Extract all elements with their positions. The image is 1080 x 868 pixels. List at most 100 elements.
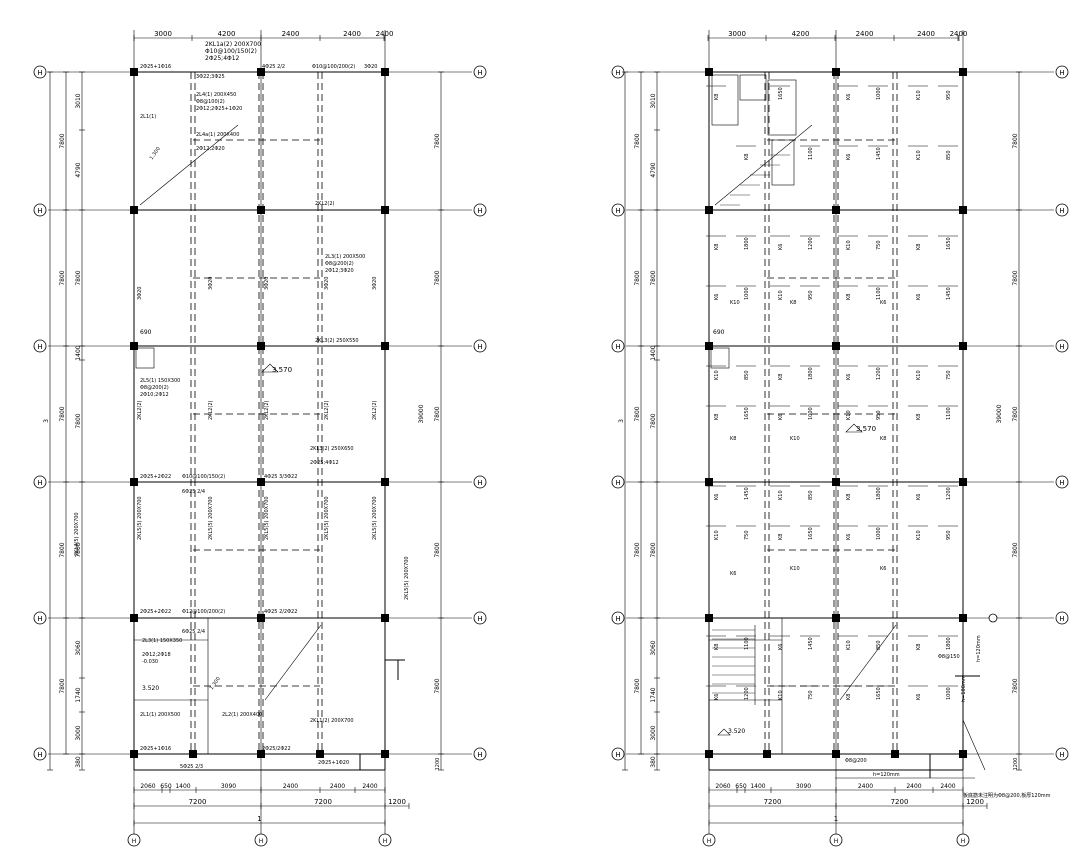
axis-label-bottom: H bbox=[259, 838, 264, 845]
slab-label: K6 bbox=[846, 154, 852, 160]
slab-label: K8 bbox=[846, 294, 852, 300]
elevation-value: 3.570 bbox=[856, 425, 876, 433]
opening-label: 690 bbox=[140, 329, 152, 336]
dim-text: 7800 bbox=[75, 413, 82, 428]
dim-text: 7200 bbox=[189, 798, 207, 806]
beam-label-v: 2KL2(2) bbox=[372, 400, 378, 420]
dim-text: 7800 bbox=[634, 133, 641, 148]
dim-text: 1400 bbox=[175, 783, 190, 790]
axis-label-bottom: H bbox=[383, 838, 388, 845]
dim-text: 1200 bbox=[966, 798, 984, 806]
dim-text: 3060 bbox=[650, 640, 657, 655]
slab-label: 850 bbox=[876, 640, 882, 650]
slab-label: 1200 bbox=[744, 687, 750, 700]
opening bbox=[135, 347, 155, 369]
slab-label: K10 bbox=[846, 240, 852, 250]
column bbox=[959, 614, 967, 622]
beam-label: 2L4a(1) 200X400 bbox=[196, 132, 239, 138]
axis-label-left: H bbox=[37, 479, 42, 487]
beam-label-v: 2KL5(5) 200X700 bbox=[264, 496, 270, 540]
beam-label: 2L2(1) 200X400 bbox=[222, 712, 262, 718]
dim-text: 4200 bbox=[218, 30, 236, 38]
beam-label: Φ10@100/200(2) bbox=[312, 64, 355, 70]
dim-text: 3090 bbox=[796, 783, 811, 790]
column bbox=[381, 614, 389, 622]
axis-label-bottom: H bbox=[132, 838, 137, 845]
dim-text: 7800 bbox=[1012, 678, 1019, 693]
axis-label-left: H bbox=[615, 343, 620, 351]
beam-label-v: 3Φ20 bbox=[137, 287, 143, 300]
axis-label-right: H bbox=[477, 207, 482, 215]
axis-label-right: H bbox=[1059, 479, 1064, 487]
beam-label: 2KL3(2) 250X650 bbox=[310, 446, 354, 452]
dim-text: 39000 bbox=[996, 404, 1003, 423]
slab-label: K10 bbox=[778, 490, 784, 500]
slab-label: K8 bbox=[744, 154, 750, 160]
slab-tag: K8 bbox=[730, 436, 736, 442]
beam-label: 2Φ10;2Φ12 bbox=[140, 392, 169, 398]
beam-label-v: 2KL2(2) bbox=[137, 400, 143, 420]
dim-text: 7200 bbox=[891, 798, 909, 806]
leader bbox=[962, 719, 986, 771]
column bbox=[130, 206, 138, 214]
beam-label: 2KL5(5) 200X700 bbox=[404, 556, 410, 600]
dim-text: 1200 bbox=[1013, 758, 1019, 771]
column bbox=[381, 478, 389, 486]
column bbox=[257, 478, 265, 486]
axis-label-left: H bbox=[615, 751, 620, 759]
slab-label: K10 bbox=[714, 530, 720, 540]
dim-text: 3000 bbox=[728, 30, 746, 38]
dim-text: 380 bbox=[75, 756, 82, 768]
slab-label: 1650 bbox=[778, 87, 784, 100]
slab-label: 1100 bbox=[744, 637, 750, 650]
slab-label: 1100 bbox=[946, 407, 952, 420]
slab-label: 750 bbox=[808, 690, 814, 700]
axis-label-left: H bbox=[37, 69, 42, 77]
beam-label: 2L5(1) 150X300 bbox=[140, 378, 180, 384]
beam-label-v: 2KL2(2) bbox=[264, 400, 270, 420]
axis-bubble-left bbox=[33, 203, 47, 217]
beam-label: 2KL4(5) 200X700 bbox=[74, 512, 80, 556]
small-bubble bbox=[988, 613, 998, 623]
column bbox=[959, 478, 967, 486]
axis-bubble-bottom bbox=[127, 833, 141, 847]
slab-label: K8 bbox=[714, 244, 720, 250]
dim-text: 7800 bbox=[650, 542, 657, 557]
beam-label: -0.030 bbox=[142, 659, 158, 665]
beam-label: 2Φ25+2Φ22 bbox=[140, 609, 171, 615]
beam-label: Φ10@100/150(2) bbox=[182, 474, 225, 480]
beam-label-v: 3Φ20 bbox=[208, 277, 214, 290]
slab-label: 950 bbox=[946, 90, 952, 100]
axis-bubble-bottom bbox=[829, 833, 843, 847]
beam-label: 2Φ25;4Φ12 bbox=[310, 460, 339, 466]
axis-label-right: H bbox=[1059, 751, 1064, 759]
dim-text: 7800 bbox=[634, 542, 641, 557]
beam-label-v: 3Φ20 bbox=[372, 277, 378, 290]
beam-label: 2KL2(2) bbox=[315, 201, 335, 207]
axis-label-left: H bbox=[37, 751, 42, 759]
slab-label: K6 bbox=[714, 694, 720, 700]
dim-text: 3090 bbox=[221, 783, 236, 790]
column bbox=[130, 342, 138, 350]
column bbox=[257, 614, 265, 622]
slab-label: 850 bbox=[744, 370, 750, 380]
axis-bubble-left bbox=[611, 339, 625, 353]
dim-text: 1400 bbox=[650, 345, 657, 360]
slab-label: 1450 bbox=[876, 147, 882, 160]
axis-bubble-bottom bbox=[378, 833, 392, 847]
beam-label-v: 3Φ20 bbox=[324, 277, 330, 290]
column bbox=[257, 342, 265, 350]
elevation-marker bbox=[845, 423, 863, 433]
beam-label-v: 3Φ20 bbox=[264, 277, 270, 290]
dim-text: 1400 bbox=[75, 345, 82, 360]
slab-label: 850 bbox=[946, 150, 952, 160]
slab-label: K6 bbox=[916, 694, 922, 700]
column bbox=[705, 206, 713, 214]
column bbox=[381, 750, 389, 758]
slab-label: K6 bbox=[916, 294, 922, 300]
column bbox=[257, 750, 265, 758]
beam-label: 2Φ25+1Φ20 bbox=[318, 760, 349, 766]
